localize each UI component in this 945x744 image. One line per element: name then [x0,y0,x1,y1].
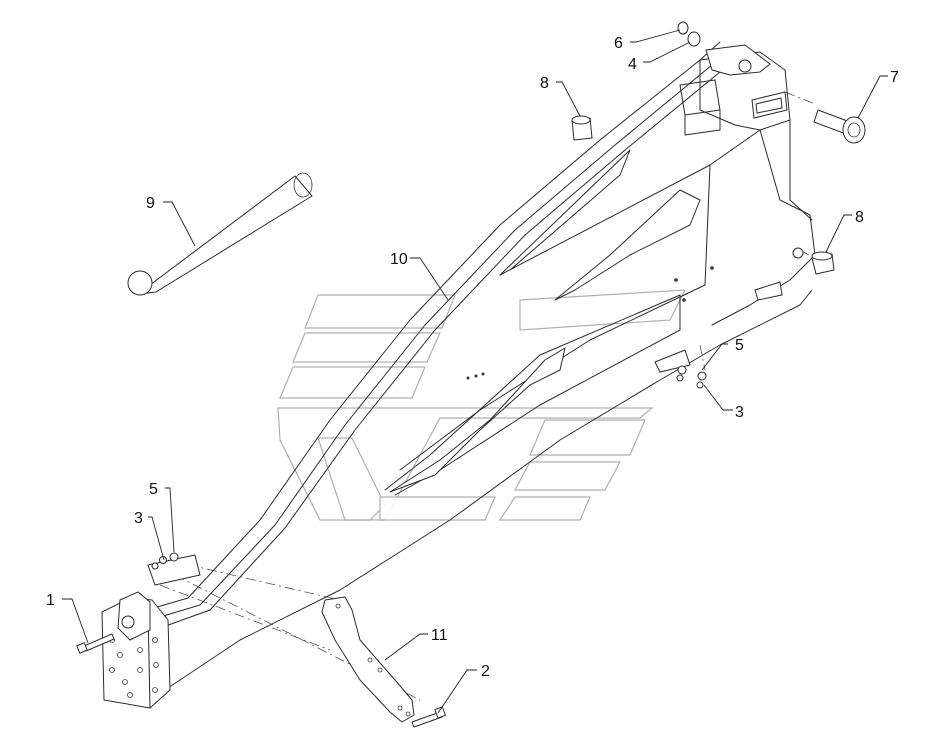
callout-1: 1 [46,592,55,609]
front-mounting-plate [101,591,171,709]
watermark-logo [277,289,687,521]
small-parts [76,21,866,728]
callout-8-right: 8 [855,209,864,226]
callout-5-left: 5 [149,481,158,498]
callout-2: 2 [481,663,490,680]
centre-lines [159,91,819,701]
callout-4: 4 [628,56,637,73]
callout-labels: 1 2 3 3 4 5 5 6 7 8 8 9 10 11 [46,35,899,680]
callout-3-left: 3 [134,510,143,527]
callout-5-right: 5 [735,337,744,354]
callout-7: 7 [890,69,899,86]
callout-leaders [62,29,888,714]
callout-9: 9 [146,195,155,212]
boom-arm [139,41,816,691]
callout-8-top: 8 [540,75,549,92]
callout-11: 11 [431,627,448,644]
callout-10: 10 [390,251,408,268]
callout-6: 6 [614,35,623,52]
bracket-part-11 [321,596,415,723]
pipe-part-9 [127,172,313,296]
callout-3-right: 3 [735,404,744,421]
